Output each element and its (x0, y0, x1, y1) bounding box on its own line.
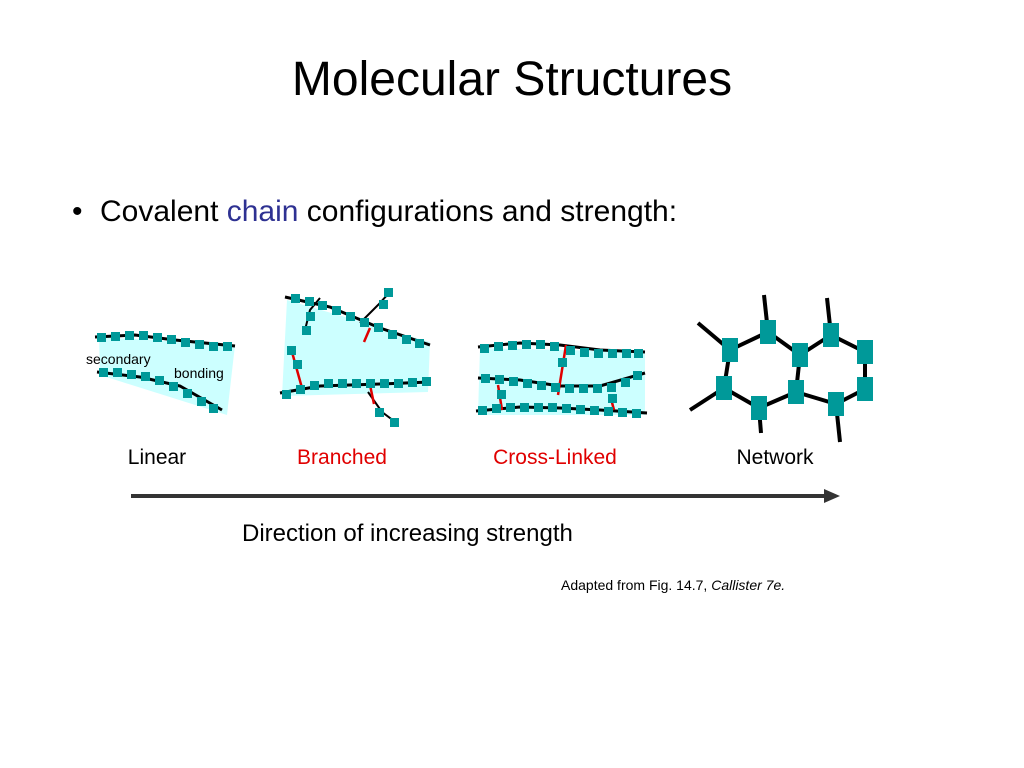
cross-linked-structure (475, 340, 648, 418)
bullet-dot: • (72, 195, 83, 228)
credit-source: Callister 7e. (711, 577, 786, 593)
slide-title: Molecular Structures (291, 53, 733, 106)
secondary-annotation: secondary (86, 351, 151, 367)
cross-linked-chain-3 (475, 405, 648, 415)
bullet-item: • Covalent chain configurations and stren… (72, 192, 677, 232)
cross-linked-units (478, 340, 643, 418)
branched-structure (279, 288, 431, 427)
branched-bond-1 (290, 351, 304, 389)
bullet-text-end: configurations and strength: (298, 195, 678, 228)
linear-units (97, 331, 232, 413)
credit-prefix: Adapted from Fig. 14.7, (561, 577, 712, 593)
label-cross-linked: Cross-Linked (493, 446, 617, 469)
network-structure (688, 294, 873, 443)
figure-credit: Adapted from Fig. 14.7, Callister 7e. (561, 576, 785, 594)
network-bonds (688, 294, 867, 443)
branched-units (282, 288, 431, 427)
branched-bond-2 (362, 327, 372, 343)
linear-structure (94, 331, 236, 415)
bullet-text-start: Covalent (100, 195, 227, 228)
bullet-highlight-word: chain (226, 195, 299, 228)
label-network: Network (736, 446, 814, 469)
branched-bond-3 (368, 384, 376, 405)
linear-shading (99, 337, 235, 415)
label-branched: Branched (297, 446, 387, 469)
label-linear: Linear (127, 446, 187, 469)
strength-caption: Direction of increasing strength (242, 520, 573, 547)
network-units (716, 320, 873, 420)
bonding-annotation: bonding (174, 365, 224, 381)
strength-arrow (131, 489, 840, 503)
branched-side-chain-1 (304, 297, 321, 331)
branched-shading (282, 300, 430, 396)
cross-linked-shading (478, 348, 645, 415)
